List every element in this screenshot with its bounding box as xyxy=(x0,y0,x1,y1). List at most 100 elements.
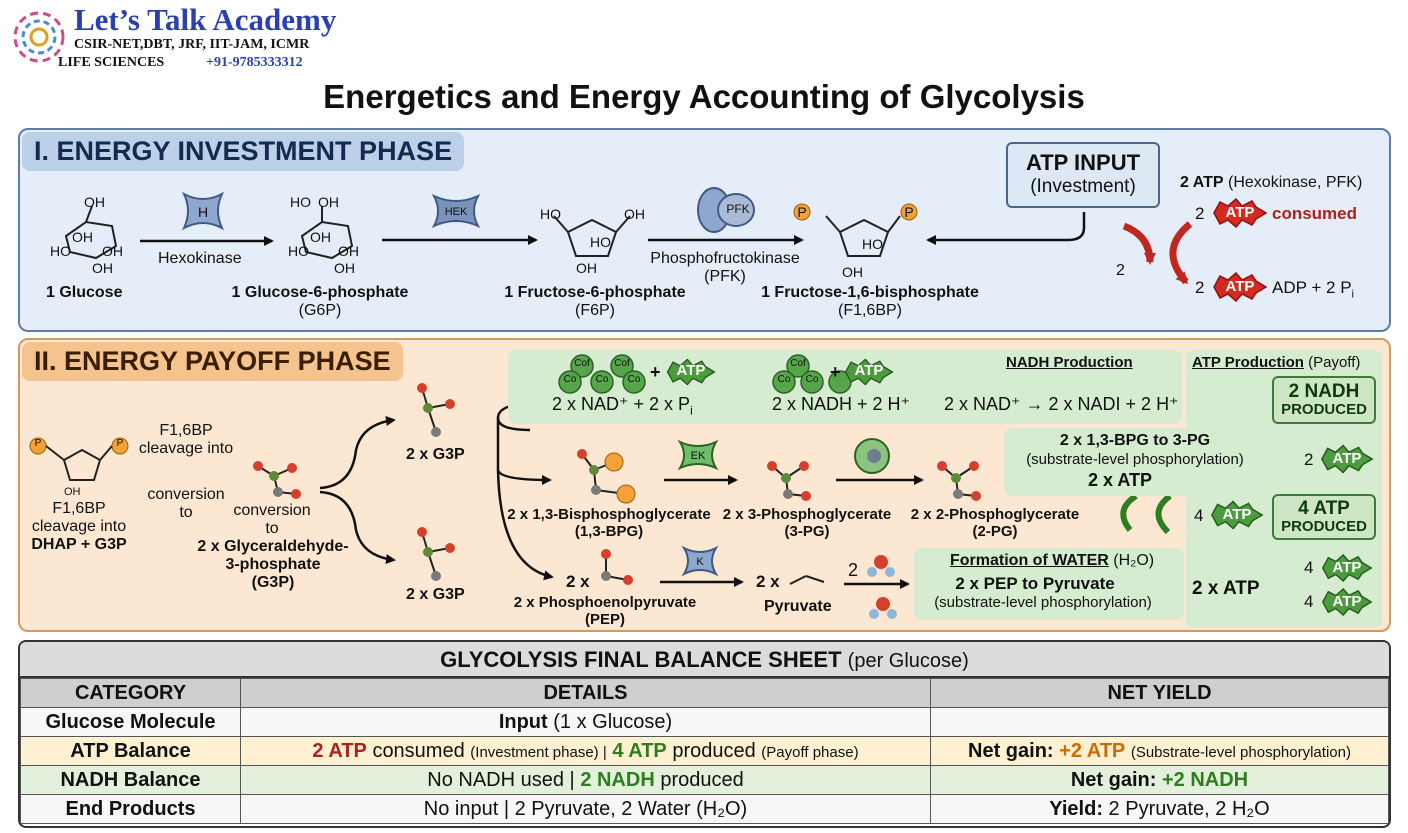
oh-label: OH xyxy=(338,243,359,259)
nadh-production-title: NADH Production xyxy=(1006,354,1133,371)
arrow-atp-input xyxy=(926,212,1086,245)
2pg-molecule-icon xyxy=(937,461,981,501)
cofactor-icon xyxy=(558,354,646,394)
oh-label: OH xyxy=(576,260,597,276)
g3p-molecule-icon xyxy=(253,461,301,499)
nad-equation-3: 2 x NAD⁺ → 2 x NADI + 2 H⁺ xyxy=(944,394,1179,414)
cof-label: Cof xyxy=(574,358,590,369)
green-arrow-c xyxy=(1155,493,1172,535)
green-arrow-b xyxy=(1120,493,1138,532)
pep-label: 2 x Phosphoenolpyruvate xyxy=(513,594,697,611)
header-details: DETAILS xyxy=(240,678,931,708)
ho-label: HO xyxy=(50,243,71,259)
red-arrow-count: 2 xyxy=(1116,262,1125,279)
pyruvate-label: Pyruvate xyxy=(764,598,832,615)
hexokinase-label: Hexokinase xyxy=(158,250,242,267)
f16bp-left-label: F1,6BP xyxy=(52,500,106,517)
water-molecule-icon xyxy=(869,597,897,619)
green-atp-star-icon xyxy=(844,358,894,386)
pep-to-pyruvate-title: 2 x PEP to Pyruvate xyxy=(955,574,1115,593)
pep-pyruvate-atp: 2 x ATP xyxy=(1192,578,1260,599)
conversion-to-label-2: to xyxy=(265,520,279,537)
g3p-full-label-1: 2 x Glyceraldehyde- xyxy=(197,538,349,555)
pfk-abbr-label: (PFK) xyxy=(704,268,746,285)
pep-coefficient: 2 x xyxy=(566,572,590,591)
green-atp-star-icon xyxy=(666,358,716,386)
co-label: Co xyxy=(777,374,791,385)
pfk-label: Phosphofructokinase xyxy=(650,250,800,267)
g3p-top-label: 2 x G3P xyxy=(406,446,465,463)
cell-yield: Net gain: +2 ATP (Substrate-level phosph… xyxy=(930,736,1389,766)
cell-details: No NADH used | 2 NADH produced xyxy=(240,765,931,795)
glucose-label: 1 Glucose xyxy=(46,284,123,301)
adp-label: ADP + 2 Pi xyxy=(1272,278,1354,301)
3pg-molecule-icon xyxy=(767,461,811,501)
pyruvate-coefficient: 2 x xyxy=(756,572,780,591)
balance-sheet-title-text: GLYCOLYSIS FINAL BALANCE SHEET xyxy=(440,647,842,672)
atp-count-2: 2 xyxy=(1304,450,1314,469)
f16bp-cleavage-label: F1,6BP xyxy=(159,422,213,439)
f16bp-small-molecule-icon xyxy=(29,437,129,481)
2pg-abbr: (2-PG) xyxy=(972,523,1018,540)
green-atp-star-icon xyxy=(1321,588,1373,616)
green-atp-label: ATP xyxy=(1332,559,1362,576)
atp-count-4: 4 xyxy=(1194,506,1204,525)
bpg-abbr: (1,3-BPG) xyxy=(574,523,644,540)
oh-label: OH xyxy=(72,229,93,245)
bpg-box xyxy=(1004,428,1266,496)
green-atp-star-icon xyxy=(1211,500,1264,530)
red-arrow-2 xyxy=(1169,221,1193,285)
2pg-label: 2 x 2-Phosphoglycerate xyxy=(910,506,1080,523)
phosphate-label: P xyxy=(797,204,807,220)
cell-category: ATP Balance xyxy=(20,736,241,766)
plus-sign: + xyxy=(650,362,661,382)
table-header-row: CATEGORY DETAILS NET YIELD xyxy=(20,678,1389,708)
oh-label: OH xyxy=(64,486,81,498)
oh-label: OH xyxy=(842,264,863,280)
balance-sheet-title-suffix: (per Glucose) xyxy=(847,650,969,672)
oh-label: OH xyxy=(310,229,331,245)
green-atp-label: ATP xyxy=(1222,506,1252,523)
hexokinase-enzyme-icon xyxy=(181,191,225,231)
nadh-badge-text: PRODUCED xyxy=(1281,400,1367,418)
g3p-bottom-molecule-icon xyxy=(417,527,455,581)
g6p-molecule-icon xyxy=(300,206,354,260)
balance-table: CATEGORY DETAILS NET YIELD Glucose Molec… xyxy=(20,678,1389,824)
g3p-full-label-3: (G3P) xyxy=(251,574,295,591)
oh-label: OH xyxy=(334,260,355,276)
phosphate-label: P xyxy=(904,204,914,220)
f16bp-molecule-icon xyxy=(825,215,901,257)
nadh-badge-count: 2 NADH xyxy=(1288,381,1360,402)
3pg-abbr: (3-PG) xyxy=(784,523,830,540)
split-low xyxy=(496,469,554,581)
green-atp-label: ATP xyxy=(1332,593,1362,610)
cell-details: 2 ATP consumed (Investment phase) | 4 AT… xyxy=(240,736,931,766)
green-atp-star-icon xyxy=(1321,554,1373,582)
conversion-label: conversion xyxy=(147,486,225,503)
phosphate-label: P xyxy=(34,438,42,449)
ho-label: HO xyxy=(288,243,309,259)
branch-upper xyxy=(319,416,396,490)
nad-equation-1: 2 x NAD⁺ + 2 x Pi xyxy=(552,394,693,418)
water-box xyxy=(914,548,1184,620)
green-atp-star-icon xyxy=(1321,444,1374,474)
cleavage-left-label: cleavage into xyxy=(31,518,127,535)
atp-badge-text: PRODUCED xyxy=(1281,517,1367,535)
atp-input-box: ATP INPUT (Investment) xyxy=(1006,142,1160,208)
ho-label: HO xyxy=(290,194,311,210)
3pg-label: 2 x 3-Phosphoglycerate xyxy=(722,506,892,523)
water-molecule-icon xyxy=(867,555,895,577)
enzyme-hek-label: HEK xyxy=(444,206,468,218)
cleavage-label: cleavage into xyxy=(138,440,234,457)
pep-abbr: (PEP) xyxy=(584,611,625,628)
pep-to-pyruvate-note: (substrate-level phosphorylation) xyxy=(934,594,1152,611)
atp-star-label: ATP xyxy=(1225,204,1255,221)
table-row: Glucose Molecule Input (1 x Glucose) xyxy=(20,707,1389,737)
cof-label: Cof xyxy=(614,358,630,369)
co-label: Co xyxy=(595,374,609,385)
table-row: End Products No input | 2 Pyruvate, 2 Wa… xyxy=(20,794,1389,824)
bpg-to-3pg-title: 2 x 1,3-BPG to 3-PG xyxy=(1059,432,1211,449)
f6p-molecule-icon xyxy=(553,215,631,257)
logo-life-sciences: LIFE SCIENCES xyxy=(58,55,165,70)
enzyme-h-label: H xyxy=(197,204,209,220)
